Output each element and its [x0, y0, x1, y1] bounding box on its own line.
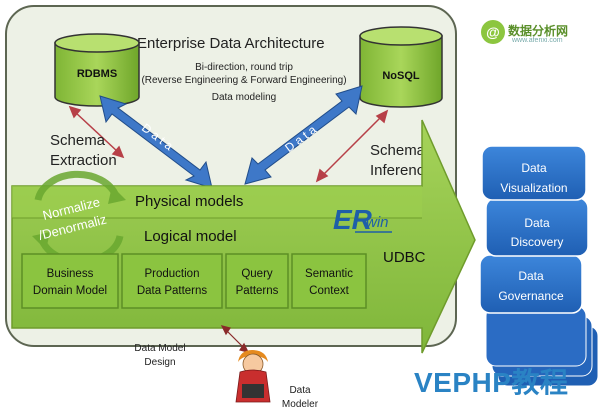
output-stack: Data Governance Data Discovery Data Visu…	[479, 145, 599, 387]
data-modeler-person-icon	[235, 350, 271, 403]
semantic-context-box	[291, 253, 367, 309]
schema-extraction-line2: Extraction	[50, 152, 117, 169]
udbc-label: UDBC	[383, 249, 426, 266]
production-patterns-box	[121, 253, 223, 309]
logical-model-label: Logical model	[144, 228, 237, 245]
nosql-database-icon: NoSQL	[359, 26, 443, 108]
modeler-design-line2: Design	[144, 357, 175, 368]
modeler-design-line1: Data Model	[134, 343, 185, 354]
erwin-logo: ER win	[333, 204, 392, 235]
query-patterns-box	[225, 253, 289, 309]
query-patterns-line1: Query	[241, 268, 273, 280]
data-visualization-box	[481, 145, 587, 201]
schema-extraction-arrow	[68, 105, 125, 159]
watermark-logo-icon: @	[481, 20, 505, 44]
svg-text:@: @	[486, 24, 500, 40]
footer-brand: VEPHP教程	[414, 367, 569, 398]
schema-extraction-line1: Schema	[50, 132, 106, 149]
physical-models-label: Physical models	[135, 193, 243, 210]
data-governance-box	[479, 254, 583, 314]
data-visualization-line2: Visualization	[500, 181, 567, 195]
svg-text:win: win	[366, 214, 389, 231]
data-governance-line1: Data	[518, 269, 544, 283]
nosql-label: NoSQL	[382, 70, 420, 82]
rdbms-database-icon: RDBMS	[54, 33, 140, 107]
data-governance-line2: Governance	[498, 289, 564, 303]
logical-component-boxes: Business Domain Model Production Data Pa…	[21, 253, 367, 309]
data-modeler-line1: Data	[289, 385, 311, 396]
rdbms-label: RDBMS	[77, 68, 117, 80]
schema-inference-arrow	[315, 109, 389, 183]
production-patterns-line2: Data Patterns	[137, 285, 208, 297]
production-patterns-line1: Production	[145, 268, 200, 280]
data-discovery-line2: Discovery	[511, 235, 564, 249]
bidirection-line1: Bi-direction, round trip	[195, 62, 293, 73]
schema-inference-line2: Inference	[370, 162, 433, 179]
business-domain-box	[21, 253, 119, 309]
output-stack-back-1	[485, 305, 587, 367]
semantic-context-line2: Context	[309, 285, 349, 297]
query-patterns-line2: Patterns	[236, 285, 279, 297]
watermark-name: 数据分析网	[508, 24, 569, 38]
data-visualization-line1: Data	[521, 161, 547, 175]
data-modeler-line2: Modeler	[282, 399, 319, 410]
business-domain-line1: Business	[47, 268, 94, 280]
semantic-context-line1: Semantic	[305, 268, 353, 280]
business-domain-line2: Domain Model	[33, 285, 107, 297]
schema-inference-line1: Schema	[370, 142, 426, 159]
watermark-url: www.afenxi.com	[512, 37, 563, 44]
bidirection-line2: (Reverse Engineering & Forward Engineeri…	[141, 75, 346, 86]
svg-text:ER: ER	[333, 204, 373, 235]
data-discovery-line1: Data	[524, 216, 550, 230]
modeler-link-arrow	[220, 325, 250, 353]
bidirection-line3: Data modeling	[212, 92, 276, 103]
diagram-title: Enterprise Data Architecture	[137, 35, 325, 52]
